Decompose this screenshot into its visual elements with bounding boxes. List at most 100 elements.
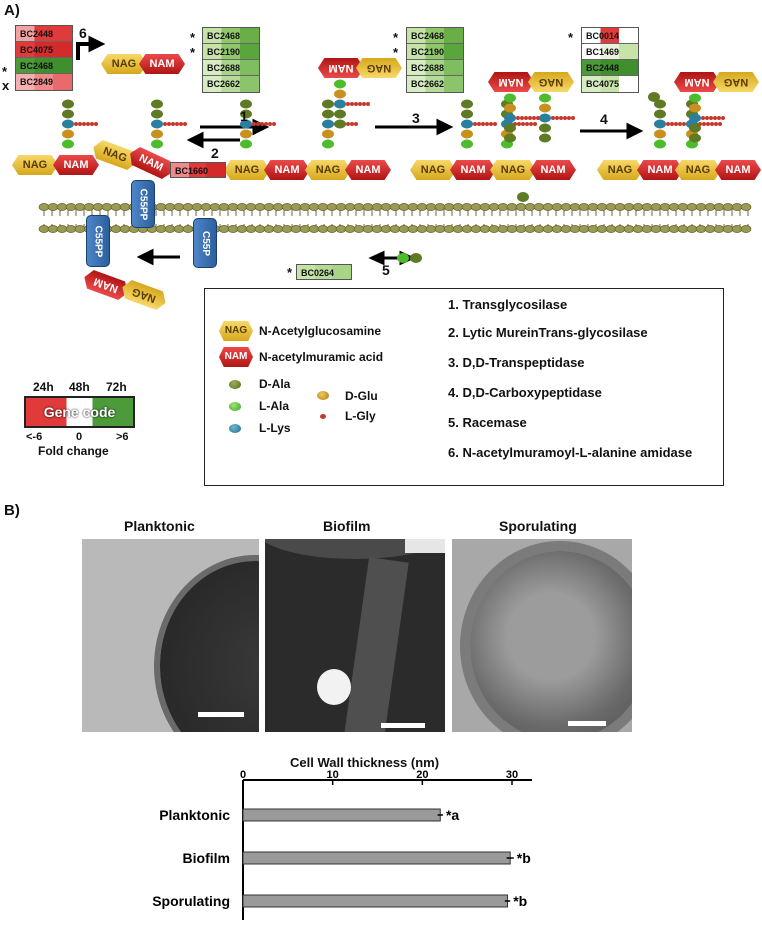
x-tick-label: 0 [240, 770, 246, 781]
scale-high: >6 [116, 431, 129, 443]
lgly-residue [485, 122, 489, 126]
legend-nag-label: N-Acetylglucosamine [259, 324, 382, 338]
free-dala [648, 92, 660, 102]
lgly-residue [706, 122, 710, 126]
peptidoglycan-pathway-diagram [38, 35, 752, 266]
dglu-residue [240, 129, 252, 139]
dala-residue [322, 99, 334, 109]
enzyme-3: 3. D,D-Transpeptidase [448, 355, 585, 370]
panel-a-label: A) [4, 2, 20, 19]
nam-sugar: NAM [637, 160, 683, 180]
arrow-step-6 [76, 35, 106, 60]
lgly-residue [163, 122, 167, 126]
lgly-residue [702, 122, 706, 126]
enzyme-2: 2. Lytic MureinTrans-glycosilase [448, 325, 648, 340]
c55p-carrier: C55P [193, 218, 217, 268]
time-label-24h: 24h [33, 380, 54, 394]
lgly-residue [260, 122, 264, 126]
x-tick-label: 30 [506, 770, 518, 781]
lgly-residue [529, 122, 533, 126]
dala-residue [461, 109, 473, 119]
legend-lgly-icon [320, 414, 326, 419]
gene-cell-bc4075: BC4075 [16, 42, 72, 58]
bar-planktonic [242, 808, 441, 822]
c55pp-carrier-upper: C55PP [131, 180, 155, 228]
gene-cell-bc2468: BC2468 [407, 28, 463, 44]
free-dala [517, 192, 529, 202]
lgly-residue [536, 116, 540, 120]
lgly-residue [666, 122, 670, 126]
lgly-residue [366, 102, 370, 106]
nam-sugar: NAM [264, 160, 310, 180]
lala-residue [240, 139, 252, 149]
llys-residue [322, 119, 334, 129]
lgly-residue [264, 122, 268, 126]
nag-sugar: NAG [597, 160, 643, 180]
nag-sugar: NAG [101, 54, 147, 74]
gene-cell-bc4075: BC4075 [582, 76, 638, 92]
nam-sugar: NAM [715, 160, 761, 180]
lgly-residue [183, 122, 187, 126]
llys-residue [461, 119, 473, 129]
significance-label-biofilm: *b [517, 850, 531, 866]
llys-residue [689, 113, 701, 123]
arrow-step-1 [200, 118, 270, 136]
legend-nag-icon: NAG [219, 321, 253, 341]
step-number-1: 1 [240, 108, 248, 124]
dala-residue [654, 99, 666, 109]
lgly-residue [350, 102, 354, 106]
lala-residue [689, 93, 701, 103]
dglu-residue [539, 103, 551, 113]
lgly-residue [710, 122, 714, 126]
arrow-step-2 [186, 131, 240, 149]
step-number-6: 6 [79, 25, 87, 41]
lgly-residue [350, 122, 354, 126]
lgly-residue [358, 102, 362, 106]
lgly-residue [346, 102, 350, 106]
lgly-residue [714, 122, 718, 126]
legend-llys-label: L-Lys [259, 421, 291, 435]
lgly-residue [489, 122, 493, 126]
dala-residue [689, 123, 701, 133]
gene-cell-bc1469: BC1469 [582, 44, 638, 60]
scale-bar-biofilm [381, 723, 425, 728]
enzyme-5: 5. Racemase [448, 415, 527, 430]
lgly-residue [717, 116, 721, 120]
gene-mark: x [2, 78, 10, 93]
gene-cell-bc1660: BC1660 [170, 162, 226, 178]
gene-cell-bc2688: BC2688 [407, 60, 463, 76]
gene-mark: * [393, 30, 399, 45]
arrow-translocation [136, 248, 180, 266]
lgly-residue [167, 122, 171, 126]
legend-box: NAG N-Acetylglucosamine NAM N-acetylmura… [204, 288, 724, 486]
lgly-residue [682, 122, 686, 126]
lgly-residue [252, 122, 256, 126]
racemase-mark: * [287, 265, 293, 280]
gene-mark: * [190, 45, 196, 60]
significance-label-planktonic: *a [446, 807, 459, 823]
llys-residue [334, 99, 346, 109]
lgly-residue [94, 122, 98, 126]
legend-lgly-label: L-Gly [345, 409, 376, 423]
gene-cell-bc2688: BC2688 [203, 60, 259, 76]
lgly-residue [571, 116, 575, 120]
scale-low: <-6 [26, 431, 43, 443]
lytic-gene-cell: BC1660 [170, 162, 226, 178]
nag-sugar: NAG [305, 160, 351, 180]
dala-residue [151, 99, 163, 109]
scale-bar-sporulating [568, 721, 606, 726]
lala-residue [654, 139, 666, 149]
step-number-2: 2 [211, 145, 219, 161]
legend-nam-icon: NAM [219, 347, 253, 367]
step-number-3: 3 [412, 110, 420, 126]
lala-residue [334, 79, 346, 89]
legend-llys-icon [229, 424, 241, 433]
bar-sporulating [242, 894, 509, 908]
lgly-residue [268, 122, 272, 126]
nam-sugar: NAM [450, 160, 496, 180]
legend-nam-label: N-acetylmuramic acid [259, 350, 384, 364]
lgly-residue [713, 116, 717, 120]
